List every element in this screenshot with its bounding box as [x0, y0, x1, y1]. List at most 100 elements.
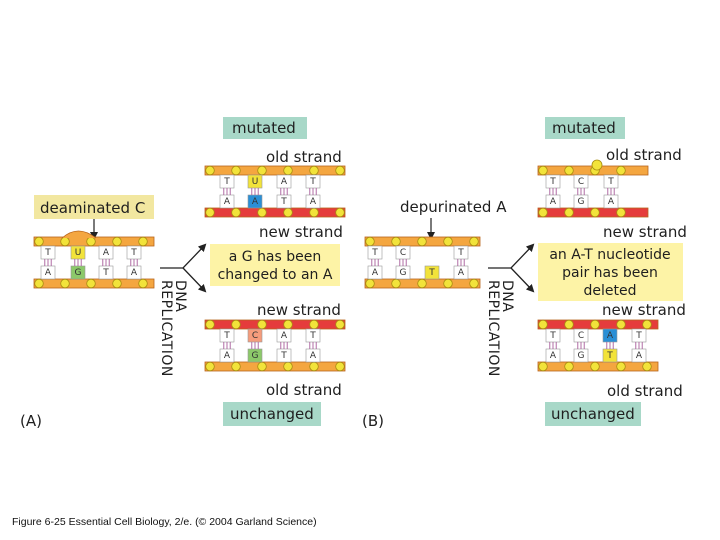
- a-mut-top-strand-phosphate: [309, 165, 319, 176]
- b-mut-top-base: T: [549, 177, 556, 187]
- deletion-loop: [591, 159, 603, 171]
- deaminated-c-label-box: [34, 195, 154, 219]
- b-mut-top-strand-phosphate: [538, 165, 548, 176]
- a-mut-top-base: U: [252, 177, 259, 187]
- a-mut-bottom-strand: [204, 207, 346, 218]
- a-unch-top-strand-phosphate: [257, 319, 267, 330]
- b-input-top-strand-phosphate: [469, 236, 479, 247]
- b-input-top-strand-phosphate: [391, 236, 401, 247]
- a-input-top-base: T: [130, 248, 137, 258]
- explanation-b-2: pair has been: [562, 265, 658, 281]
- a-input-bottom-strand-phosphate: [86, 278, 96, 289]
- a-unch-bottom-strand-phosphate: [257, 361, 267, 372]
- a-mut-top-base: T: [223, 177, 230, 187]
- b-mut-bottom-strand-phosphate: [564, 207, 574, 218]
- b-unch-bottom-strand-phosphate: [642, 361, 652, 372]
- new-strand-label-b-top: new strand: [603, 223, 687, 241]
- a-unch-top-base: T: [223, 331, 230, 341]
- a-mut-top-base: T: [309, 177, 316, 187]
- unchanged-box-b: [545, 402, 641, 426]
- a-input-top-strand-phosphate: [86, 236, 96, 247]
- a-input-top-strand-phosphate: [34, 236, 44, 247]
- b-input-top-strand-phosphate: [443, 236, 453, 247]
- a-unch-bottom-strand-phosphate: [283, 361, 293, 372]
- b-mut-top-base: C: [578, 177, 584, 187]
- a-unch-top-base: T: [309, 331, 316, 341]
- a-mut-bottom-base: A: [310, 197, 317, 207]
- old-strand-label-a-bottom: old strand: [266, 381, 342, 399]
- a-input-bottom-strand-phosphate: [112, 278, 122, 289]
- a-input-bottom-base: A: [131, 268, 138, 278]
- a-mut-top-base: A: [281, 177, 288, 187]
- b-mut-bottom-strand-phosphate: [590, 207, 600, 218]
- branch-arrow-a-up: [160, 243, 207, 269]
- a-unch-bottom-strand-phosphate: [205, 361, 215, 372]
- b-mut-top-strand-phosphate: [564, 165, 574, 176]
- a-mut-top-strand-phosphate: [335, 165, 345, 176]
- replication-label-b-2: REPLICATION: [485, 280, 501, 377]
- a-mut-top-strand-phosphate: [257, 165, 267, 176]
- b-mut-bottom-base: G: [578, 197, 585, 207]
- b-input-top-base: T: [371, 248, 378, 258]
- a-input-top-strand-phosphate: [112, 236, 122, 247]
- a-input-bottom-strand-phosphate: [60, 278, 70, 289]
- b-unch-bottom-base: T: [606, 351, 613, 361]
- replication-label-a-2: REPLICATION: [158, 280, 174, 377]
- mutated-label-b: mutated: [552, 119, 616, 137]
- b-input-bottom-strand-phosphate: [417, 278, 427, 289]
- a-input-top-strand-phosphate: [60, 236, 70, 247]
- b-unch-bottom-strand-phosphate: [616, 361, 626, 372]
- a-unch-bottom-strand-phosphate: [231, 361, 241, 372]
- b-input-bottom-strand-phosphate: [391, 278, 401, 289]
- a-mut-bottom-strand-phosphate: [257, 207, 267, 218]
- b-unch-top-strand-phosphate: [616, 319, 626, 330]
- replication-label-a-1: DNA: [172, 280, 188, 312]
- old-strand-label-a-top: old strand: [266, 148, 342, 166]
- b-mut-top-base: T: [607, 177, 614, 187]
- a-input-bottom-base: G: [75, 268, 82, 278]
- a-mut-top-strand-phosphate: [283, 165, 293, 176]
- a-unch-top-strand: [204, 319, 346, 330]
- b-unch-top-strand-phosphate: [642, 319, 652, 330]
- panel-label-a: (A): [20, 412, 42, 430]
- b-input-top-strand-phosphate: [365, 236, 375, 247]
- mutated-label-a: mutated: [232, 119, 296, 137]
- a-unch-bottom-base: T: [280, 351, 287, 361]
- b-input-bottom-base-block: [424, 265, 440, 280]
- b-unch-bottom-strand-phosphate: [590, 361, 600, 372]
- b-input-top-base: T: [457, 248, 464, 258]
- b-unch-bottom-base: A: [550, 351, 557, 361]
- branch-arrow-b-down: [510, 267, 535, 293]
- branch-arrow-b-up: [488, 243, 535, 269]
- panel-label-b: (B): [362, 412, 384, 430]
- b-unch-bottom-base: A: [636, 351, 643, 361]
- explanation-box-b: [538, 243, 683, 301]
- a-input-bottom-base: T: [102, 268, 109, 278]
- explanation-b-1: an A-T nucleotide: [549, 247, 670, 263]
- b-input-top-strand-phosphate: [417, 236, 427, 247]
- unchanged-label-b: unchanged: [551, 405, 635, 423]
- a-mut-bottom-strand-phosphate: [231, 207, 241, 218]
- b-mut-bottom-base: A: [608, 197, 615, 207]
- depurinated-a-label: depurinated A: [400, 198, 507, 216]
- b-input-bottom-base: G: [400, 268, 407, 278]
- a-input-bottom-strand-phosphate: [138, 278, 148, 289]
- replication-label-b-1: DNA: [499, 280, 515, 312]
- b-unch-top-base: T: [549, 331, 556, 341]
- a-unch-top-strand-phosphate: [231, 319, 241, 330]
- explanation-a-1: a G has been: [229, 249, 322, 265]
- a-mut-bottom-strand-phosphate: [283, 207, 293, 218]
- b-input-bottom-base: A: [458, 268, 465, 278]
- b-unch-bottom-base: G: [578, 351, 585, 361]
- a-unch-top-base: A: [281, 331, 288, 341]
- a-input-top-strand-phosphate: [138, 236, 148, 247]
- deaminated-c-label: deaminated C: [40, 199, 145, 217]
- a-input-top-base: A: [103, 248, 110, 258]
- b-unch-top-base: A: [607, 331, 614, 341]
